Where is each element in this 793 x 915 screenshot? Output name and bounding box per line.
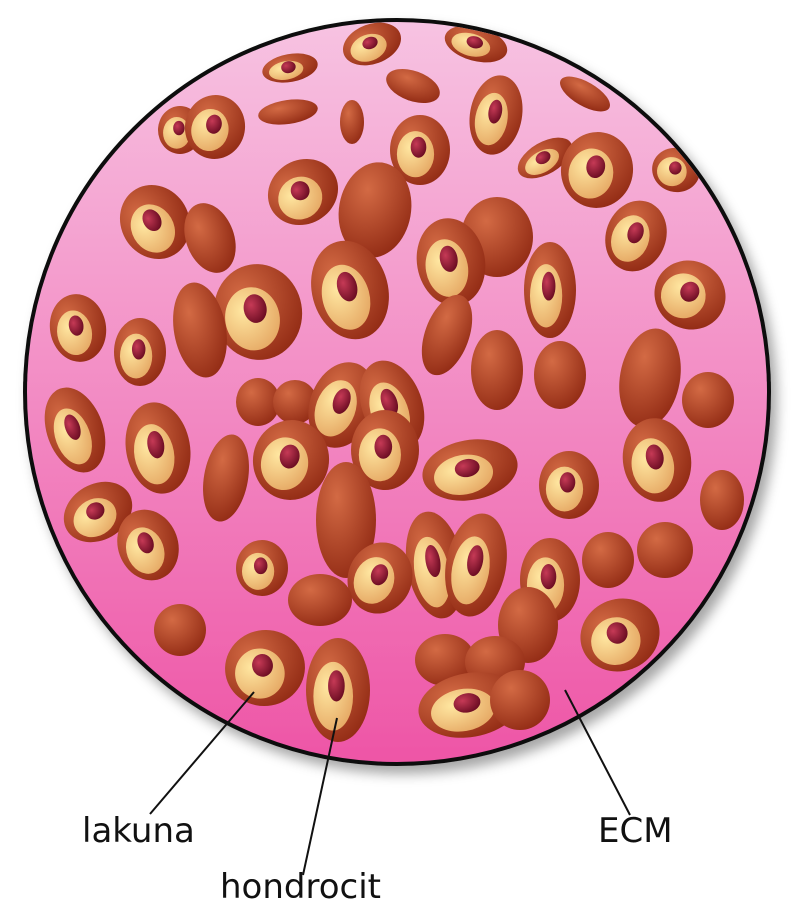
lacuna-shell	[340, 100, 364, 144]
chondrocyte-cell	[471, 330, 523, 410]
chondrocyte-cell	[154, 604, 206, 656]
lacuna-shell	[682, 372, 734, 428]
chondrocyte-cell	[288, 574, 352, 626]
chondrocyte-cell	[340, 100, 364, 144]
chondrocyte-cell	[114, 318, 166, 386]
ecm-label: ECM	[598, 814, 673, 848]
chondrocyte-cell	[682, 372, 734, 428]
chondrocyte-cell	[637, 522, 693, 578]
chondrocyte-label: hondrocit	[220, 870, 381, 904]
lacuna-shell	[471, 330, 523, 410]
lacuna-shell	[288, 574, 352, 626]
nucleus	[254, 557, 268, 574]
chondrocyte-cell	[539, 451, 599, 519]
nucleus	[411, 137, 427, 158]
lacuna-shell	[490, 670, 550, 730]
chondrocyte-cell	[700, 470, 744, 530]
ecm-leader	[565, 690, 630, 815]
nucleus	[132, 339, 146, 359]
lacuna-label: lakuna	[82, 814, 195, 848]
chondrocyte-cell	[236, 540, 288, 596]
chondrocyte-cell	[490, 670, 550, 730]
lacuna-shell	[637, 522, 693, 578]
chondrocyte-cell	[534, 341, 586, 409]
chondrocyte-cell	[582, 532, 634, 588]
chondrocyte-cell	[524, 242, 576, 338]
nucleus	[328, 670, 345, 701]
nucleus	[560, 472, 576, 492]
lacuna-shell	[582, 532, 634, 588]
nucleus	[374, 435, 392, 459]
chondrocyte-cell	[306, 638, 370, 742]
lacuna-shell	[534, 341, 586, 409]
lacuna-shell	[154, 604, 206, 656]
nucleus	[173, 121, 184, 135]
nucleus	[541, 564, 557, 589]
nucleus	[542, 272, 556, 301]
lacuna-shell	[700, 470, 744, 530]
